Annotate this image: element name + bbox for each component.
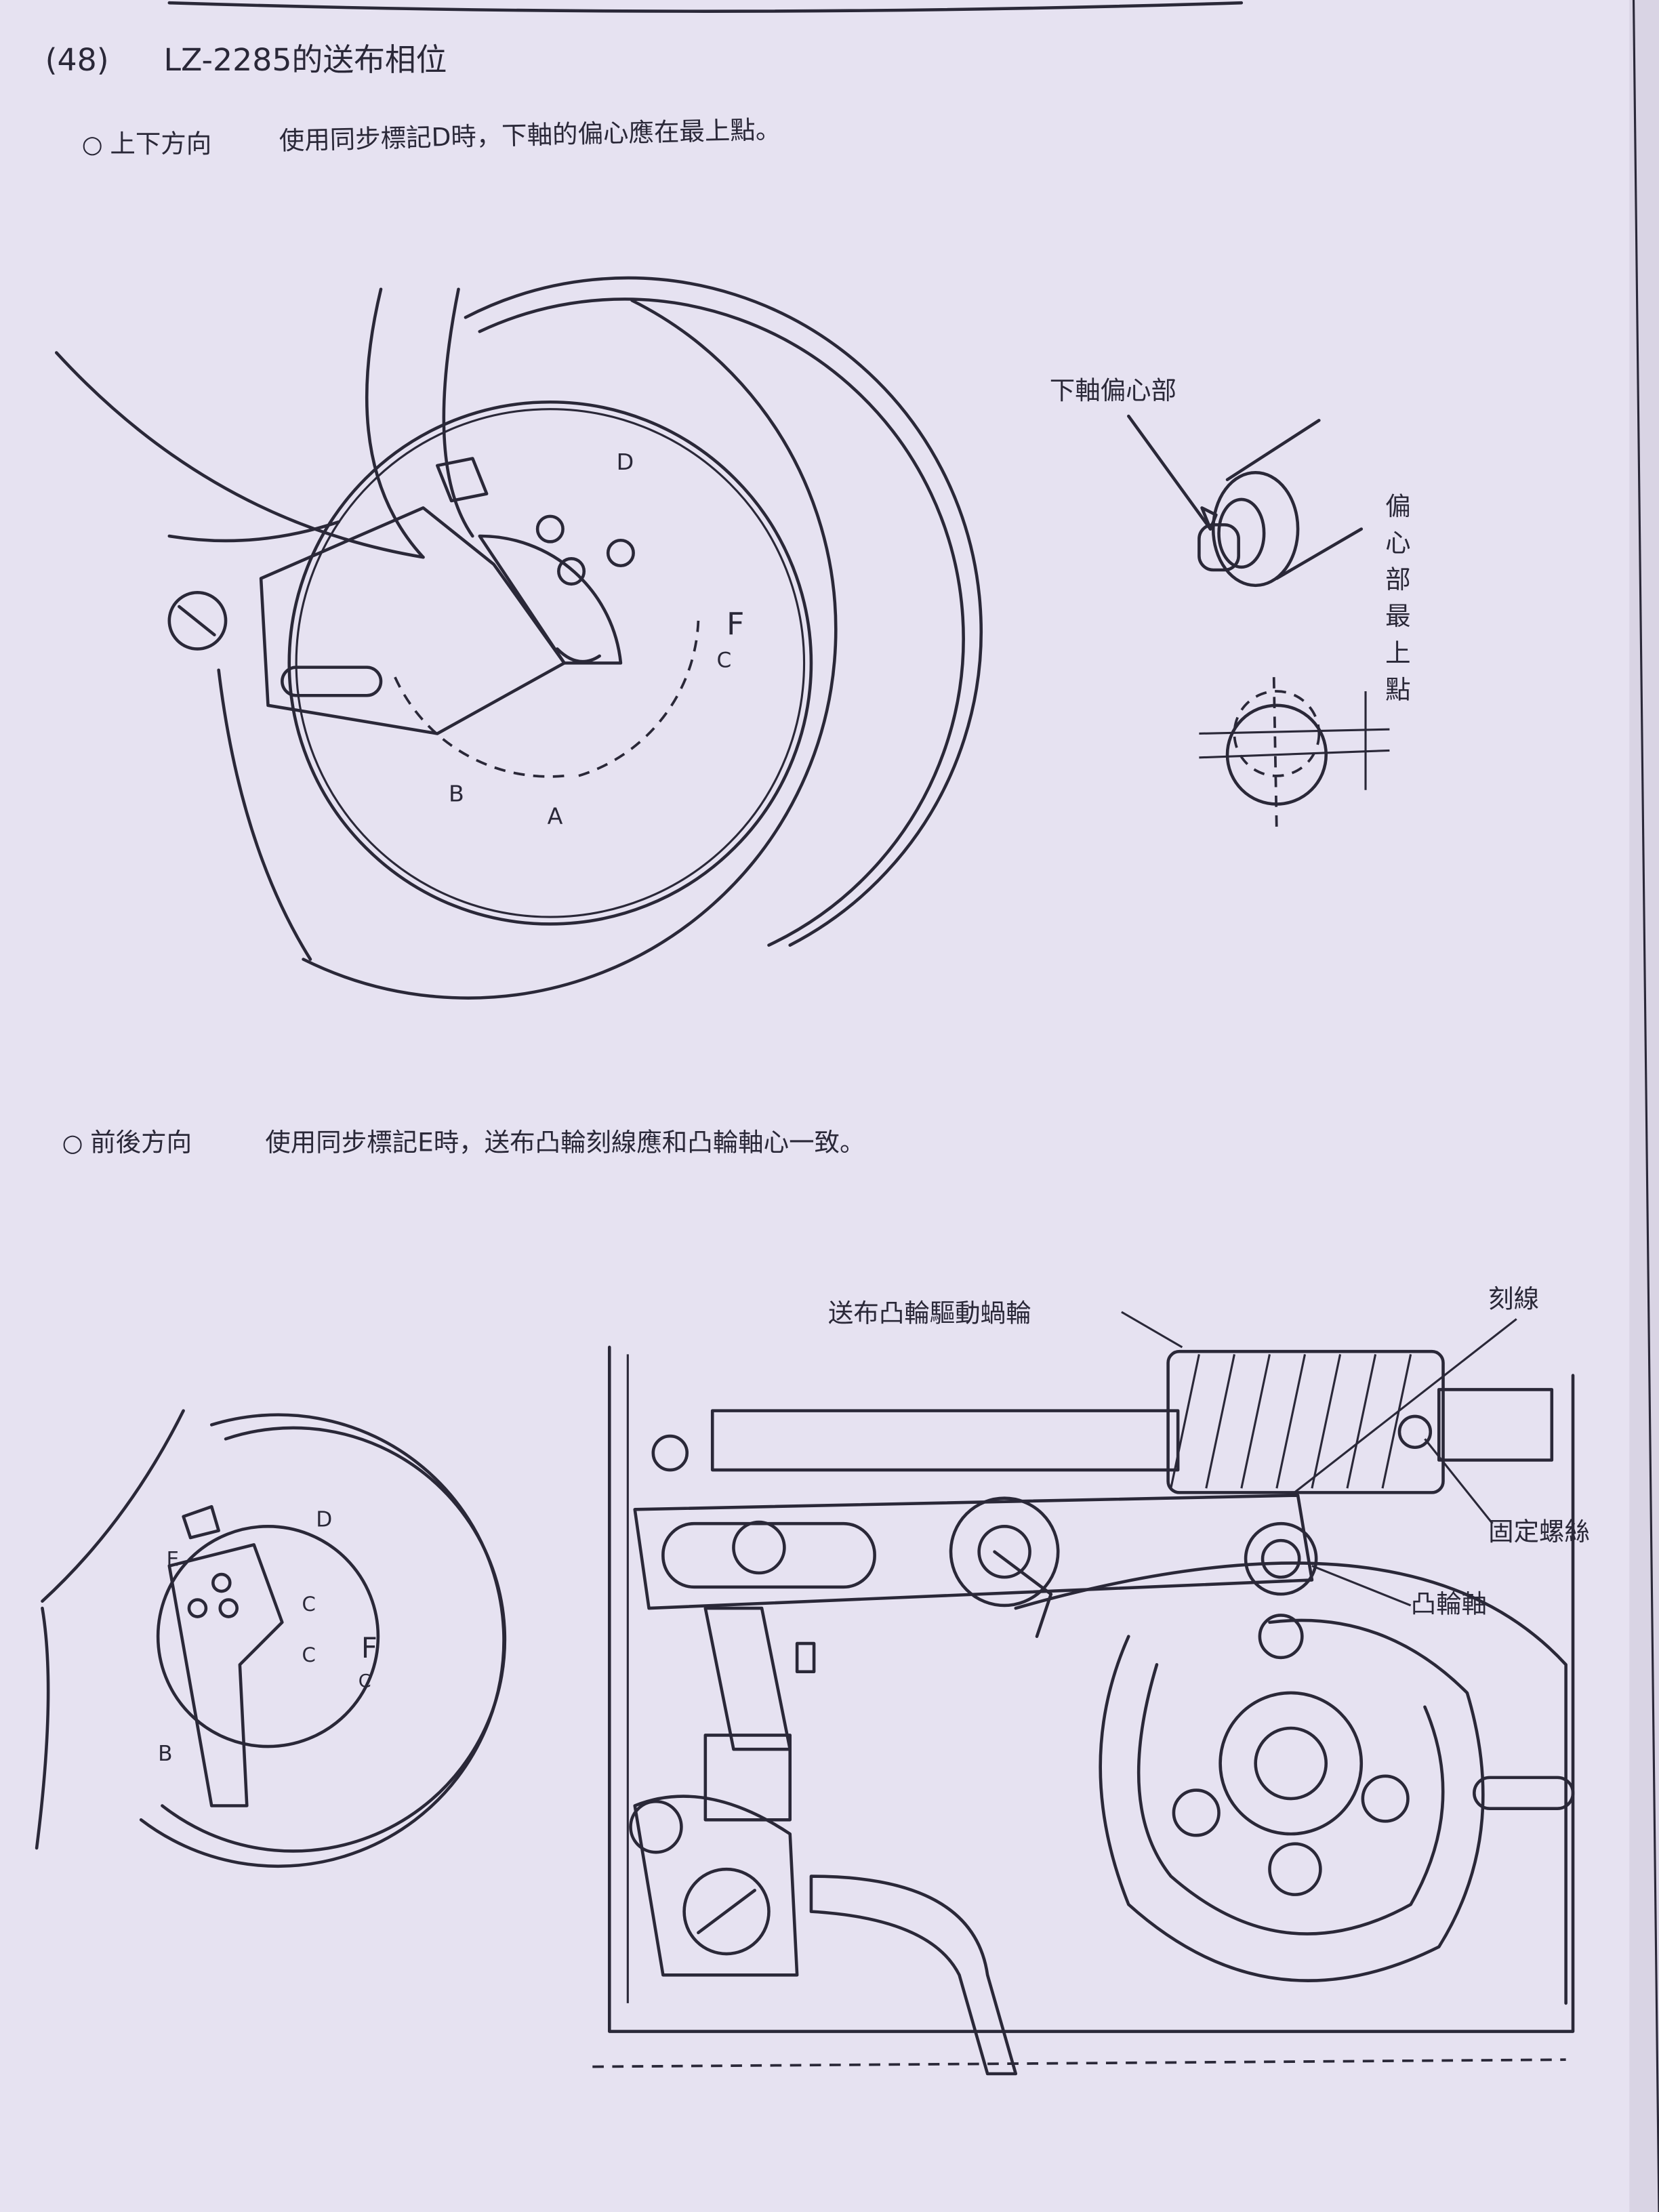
label-worm-wheel: 送布凸輪驅動蝸輪	[828, 1298, 1031, 1328]
section-number: (48)	[45, 41, 109, 78]
leader-lines	[1121, 1311, 1517, 1607]
svg-text:點: 點	[1385, 674, 1410, 704]
eccentric-top-view	[1199, 677, 1390, 833]
dial-mark-a: A	[548, 803, 563, 830]
eccentric-detail	[1127, 414, 1364, 588]
page-edge-line	[1632, 0, 1659, 2212]
figure-dial-bottom	[35, 1409, 507, 1868]
svg-text:上: 上	[1385, 638, 1410, 668]
label-eccentric-top: 偏 心 部 最 上 點	[1385, 491, 1410, 705]
svg-text:心: 心	[1385, 528, 1410, 558]
dial-mark-f: F	[726, 606, 744, 642]
dial2-mark-c1: C	[302, 1593, 315, 1616]
label-cam-shaft: 凸輪軸	[1411, 1589, 1487, 1618]
heading-horizontal: 前後方向	[90, 1128, 192, 1158]
dial-mark-c: C	[716, 649, 731, 673]
dial2-mark-b: B	[158, 1742, 172, 1766]
dial2-mark-e: E	[167, 1548, 179, 1571]
svg-text:部: 部	[1385, 565, 1410, 594]
figure-feed-cam-mechanism	[592, 1345, 1575, 2076]
bullet-2: ○	[62, 1130, 83, 1158]
bullet-1: ○	[82, 131, 103, 159]
svg-text:偏: 偏	[1385, 491, 1410, 521]
label-lower-shaft-eccentric: 下軸偏心部	[1050, 375, 1176, 405]
dial2-mark-d: D	[316, 1507, 332, 1532]
svg-text:最: 最	[1385, 601, 1410, 631]
dial-mark-d: D	[617, 449, 634, 475]
figure-dial-top	[54, 276, 983, 1000]
dial2-mark-f: F	[361, 1631, 377, 1664]
top-arc-fragment	[167, 1, 1244, 13]
label-set-screw: 固定螺絲	[1488, 1517, 1590, 1547]
label-score-line: 刻線	[1488, 1284, 1539, 1314]
heading-vertical: 上下方向	[110, 129, 211, 159]
dial2-mark-c3: C	[359, 1671, 371, 1692]
dial-mark-b: B	[449, 780, 464, 806]
text-horizontal: 使用同步標記E時，送布凸輪刻線應和凸輪軸心一致。	[265, 1128, 865, 1158]
dial2-mark-c2: C	[302, 1643, 315, 1666]
page-title: LZ-2285的送布相位	[163, 41, 447, 78]
